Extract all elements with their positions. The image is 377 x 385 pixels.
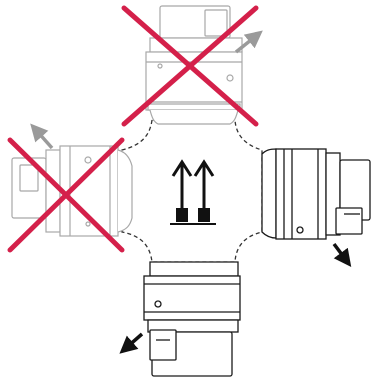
arrow-right-icon	[334, 244, 346, 260]
device-bottom-orientation	[144, 262, 240, 376]
arrow-bottom-icon	[126, 334, 142, 348]
mounting-outline	[122, 120, 262, 262]
arrow-left-icon	[36, 130, 52, 148]
device-right-orientation	[262, 149, 370, 239]
upright-arrows-icon	[170, 162, 216, 224]
